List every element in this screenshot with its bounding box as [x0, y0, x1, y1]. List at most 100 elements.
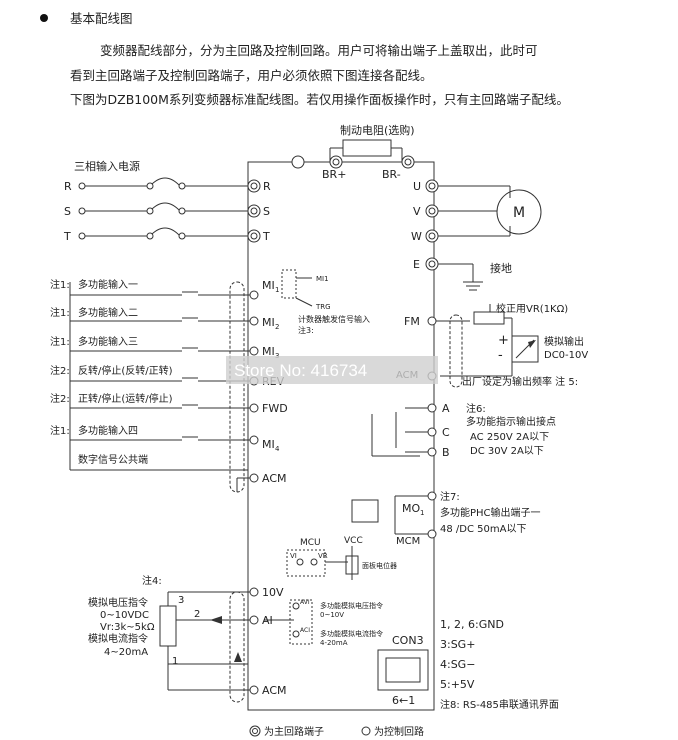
- section-heading: 基本配线图: [70, 11, 133, 26]
- relay-dc: DC 30V 2A以下: [470, 446, 544, 457]
- motor-symbol: [496, 189, 542, 235]
- ci-desc-1: 多功能输入一: [78, 278, 138, 291]
- ci-desc-4: 反转/停止(反转/正转): [78, 364, 173, 377]
- analog-i-label: 模拟电流指令: [88, 632, 148, 645]
- panel-pot-label: 面板电位器: [362, 561, 397, 570]
- br-plus-label: BR+: [322, 168, 346, 181]
- pin-line-3: 4:SG−: [440, 658, 475, 671]
- acm-label-1: ACM: [262, 472, 287, 485]
- 10v-label: 10V: [262, 586, 284, 599]
- plus-sign: +: [498, 333, 509, 348]
- input-r-label: R: [64, 180, 72, 193]
- mo1-label: MO: [402, 502, 420, 515]
- ci-term-6: MI: [262, 438, 275, 451]
- ci-note-5: 注2:: [50, 392, 70, 405]
- mcm-label: MCM: [396, 536, 420, 547]
- relay-desc: 多功能指示输出接点: [466, 415, 556, 428]
- vr-small-label: VR: [318, 552, 328, 560]
- ci-note-3: 注1:: [50, 335, 70, 348]
- factory-note: 出厂设定为输出频率 注 5:: [462, 375, 578, 388]
- minus-sign: -: [498, 348, 503, 363]
- ci-term-3: MI: [262, 345, 275, 358]
- ci-note-2: 注1:: [50, 306, 70, 319]
- vr-label: 校正用VR(1KΩ): [496, 302, 568, 315]
- digital-common-label: 数字信号公共端: [78, 453, 148, 466]
- relay-b-label: B: [442, 446, 450, 459]
- relay-a-label: A: [442, 402, 450, 415]
- terminal-br-left: [291, 155, 305, 169]
- output-u-label: U: [413, 180, 421, 193]
- vr-range: Vr:3k~5kΩ: [100, 622, 155, 633]
- ci-term-1: MI: [262, 279, 275, 292]
- analog-out-range: DC0-10V: [544, 350, 588, 361]
- legend-ctrl-label: 为控制回路: [374, 725, 424, 738]
- watermark-text: Store No: 416734: [234, 361, 367, 380]
- fm-label: FM: [404, 315, 420, 328]
- intro-line-2: 看到主回路端子及控制回路端子，用户必须依照下图连接各配线。: [70, 68, 433, 83]
- terminal-s-label: S: [263, 205, 270, 218]
- analog-v-range: 0~10VDC: [100, 610, 149, 621]
- counter-note: 计数器触发信号输入: [298, 314, 370, 324]
- ground-label: 接地: [490, 262, 512, 275]
- ci-sub-2: 2: [275, 323, 279, 331]
- input-t-label: T: [63, 230, 71, 243]
- intro-line-3: 下图为DZB100M系列变频器标准配线图。若仅用操作面板操作时，只有主回路端子配…: [70, 92, 569, 107]
- brake-resistor-symbol: [342, 139, 392, 157]
- rj-pins-label: 6←1: [392, 694, 415, 707]
- ci-note-4: 注2:: [50, 364, 70, 377]
- output-v-label: V: [413, 205, 421, 218]
- bullet-icon: [40, 14, 48, 22]
- pot-pin-2: 2: [194, 609, 200, 620]
- pin-line-1: 1, 2, 6:GND: [440, 618, 504, 631]
- ac-range: 4-20mA: [320, 639, 348, 647]
- mo1-sub: 1: [420, 509, 424, 517]
- phc-desc: 多功能PHC输出端子一: [440, 506, 541, 519]
- note6-label: 注6:: [466, 402, 486, 415]
- legend-main-label: 为主回路端子: [264, 725, 324, 738]
- pot-pin-1: 1: [172, 656, 178, 667]
- intro-section: 基本配线图 变频器配线部分，分为主回路及控制回路。用户可将输出端子上盖取出，此时…: [0, 0, 678, 110]
- terminal-t-label: T: [262, 230, 270, 243]
- ci-desc-2: 多功能输入二: [78, 306, 138, 319]
- note4-label: 注4:: [142, 574, 162, 587]
- phc-spec: 48 /DC 50mA以下: [440, 524, 526, 535]
- ac-desc: 多功能模拟电流指令: [320, 629, 383, 638]
- av-range: 0~10V: [320, 611, 344, 619]
- pot-pin-3: 3: [178, 595, 184, 606]
- analog-out-label: 模拟输出: [544, 335, 584, 348]
- aci-label: ACI: [300, 627, 310, 634]
- inverter-body-outline: [247, 161, 435, 711]
- note3-label: 注3:: [298, 325, 314, 335]
- analog-v-label: 模拟电压指令: [88, 596, 148, 609]
- mcu-label: MCU: [300, 538, 321, 548]
- analog-i-range: 4~20mA: [104, 647, 148, 658]
- pin-line-2: 3:SG+: [440, 638, 475, 651]
- ai-label: AI: [262, 614, 273, 627]
- ci-term-5: FWD: [262, 402, 288, 415]
- motor-label: M: [513, 205, 525, 221]
- three-phase-label: 三相输入电源: [74, 159, 140, 173]
- vi-label: VI: [290, 552, 297, 560]
- relay-c-label: C: [442, 426, 450, 439]
- note8-label: 注8: RS-485串联通讯界面: [440, 698, 559, 711]
- ci-note-6: 注1:: [50, 424, 70, 437]
- ci-desc-6: 多功能输入四: [78, 424, 138, 437]
- input-s-label: S: [64, 205, 71, 218]
- pin-line-4: 5:+5V: [440, 678, 475, 691]
- trg-label: TRG: [315, 303, 331, 311]
- avi-label: AVI: [300, 599, 310, 606]
- intro-line-1: 变频器配线部分，分为主回路及控制回路。用户可将输出端子上盖取出，此时可: [100, 43, 538, 58]
- ci-sub-1: 1: [275, 286, 279, 294]
- relay-ac: AC 250V 2A以下: [470, 432, 549, 443]
- mi1-small-label: MI1: [316, 275, 329, 283]
- con3-label: CON3: [392, 634, 424, 647]
- terminal-r-label: R: [263, 180, 271, 193]
- ci-sub-6: 4: [275, 445, 280, 453]
- note7-label: 注7:: [440, 490, 460, 503]
- acm-label-3: ACM: [262, 684, 287, 697]
- ci-note-1: 注1:: [50, 278, 70, 291]
- ci-desc-5: 正转/停止(运转/停止): [78, 392, 173, 405]
- br-minus-label: BR-: [382, 168, 401, 181]
- output-e-label: E: [413, 258, 420, 271]
